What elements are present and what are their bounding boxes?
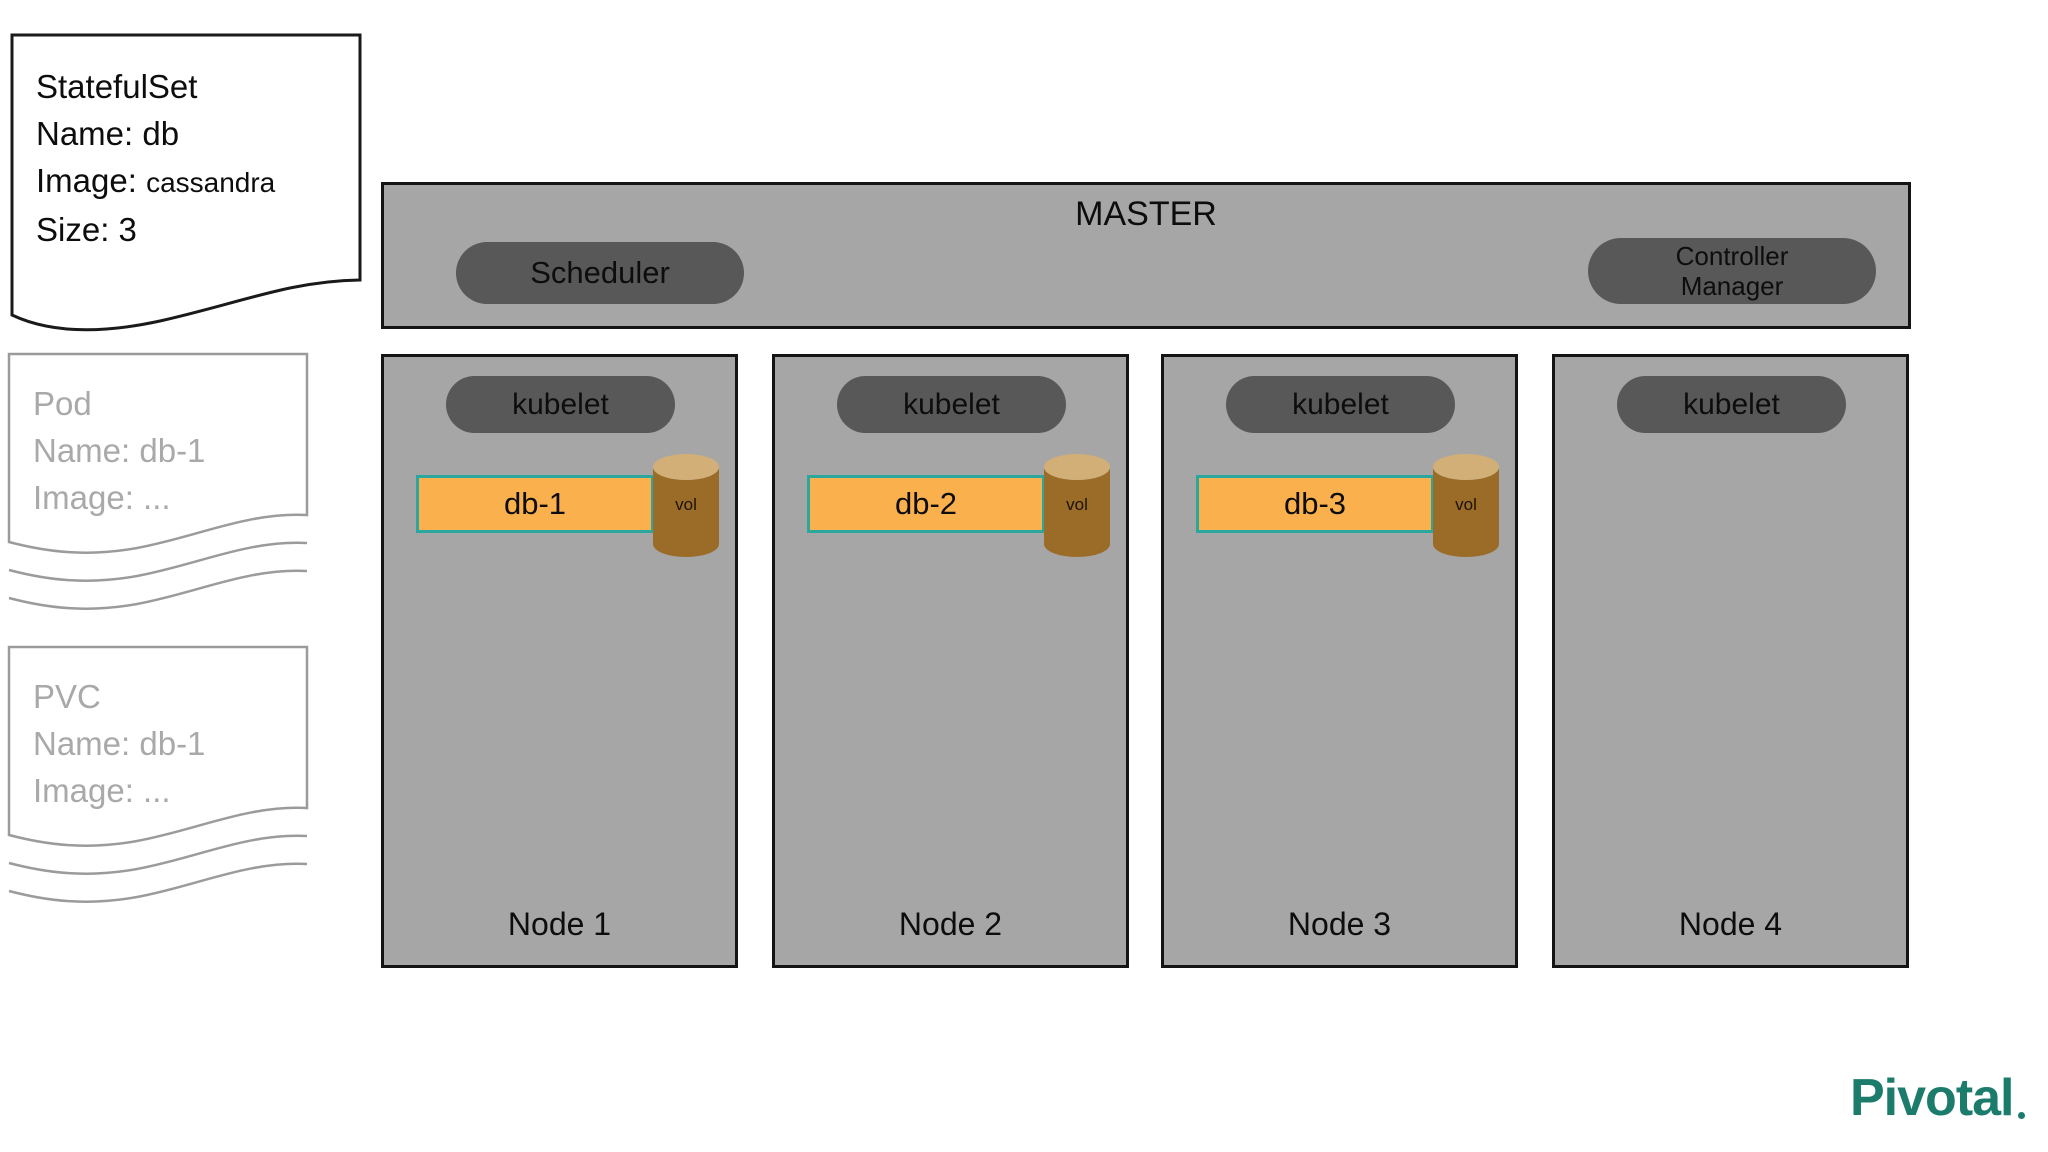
kubelet-pill: kubelet	[446, 376, 675, 433]
volume-label: vol	[1455, 495, 1477, 514]
volume-cylinder-icon	[1044, 454, 1110, 557]
controller-manager-label: Controller Manager	[1675, 241, 1789, 301]
pod-note: Pod Name: db-1 Image: ...	[7, 352, 309, 612]
pvc-note: PVC Name: db-1 Image: ...	[7, 645, 309, 905]
statefulset-note: StatefulSet Name: db Image: cassandra Si…	[10, 33, 362, 333]
kubelet-label: kubelet	[1683, 387, 1780, 421]
master-title: MASTER	[1075, 195, 1217, 233]
kubelet-label: kubelet	[1292, 387, 1389, 421]
kubelet-pill: kubelet	[837, 376, 1066, 433]
multidocument-shape-icon	[7, 352, 309, 610]
master-panel: MASTER Scheduler Controller Manager	[381, 182, 1911, 329]
node-2-panel: kubelet db-2 vol Node 2	[772, 354, 1129, 968]
volume-label: vol	[1066, 495, 1088, 514]
scheduler-label: Scheduler	[530, 255, 670, 290]
pod-db-2: db-2	[807, 475, 1045, 533]
statefulset-note-size: Size: 3	[36, 211, 137, 248]
pivotal-logo-text: Pivotal	[1850, 1069, 2014, 1127]
node-3-panel: kubelet db-3 vol Node 3	[1161, 354, 1518, 968]
volume-cylinder-icon	[653, 454, 719, 557]
node-label: Node 1	[507, 906, 612, 942]
scheduler-pill: Scheduler	[456, 242, 744, 304]
pod-note-image: Image: ...	[33, 479, 171, 516]
pivotal-logo: Pivotal	[1850, 1068, 2025, 1128]
pvc-note-title: PVC	[33, 678, 101, 715]
pod-label: db-2	[894, 486, 958, 521]
node-4-panel: kubelet Node 4	[1552, 354, 1909, 968]
pod-label: db-1	[503, 486, 567, 521]
node-label: Node 4	[1678, 906, 1783, 942]
statefulset-note-name: Name: db	[36, 115, 180, 152]
pvc-note-image: Image: ...	[33, 772, 171, 809]
kubelet-pill: kubelet	[1226, 376, 1455, 433]
document-shape-icon	[10, 33, 362, 332]
pod-label: db-3	[1283, 486, 1347, 521]
controller-manager-pill: Controller Manager	[1588, 238, 1876, 304]
volume-label: vol	[675, 495, 697, 514]
pod-db-3: db-3	[1196, 475, 1434, 533]
statefulset-note-image: Image: cassandra	[36, 162, 276, 199]
pod-db-1: db-1	[416, 475, 654, 533]
statefulset-note-title: StatefulSet	[36, 68, 198, 105]
volume-cylinder-icon	[1433, 454, 1499, 557]
pivotal-logo-dot	[2017, 1112, 2025, 1119]
pod-note-title: Pod	[33, 385, 92, 422]
pod-note-name: Name: db-1	[33, 432, 206, 469]
kubelet-pill: kubelet	[1617, 376, 1846, 433]
multidocument-shape-icon	[7, 645, 309, 903]
kubelet-label: kubelet	[903, 387, 1000, 421]
pvc-note-name: Name: db-1	[33, 725, 206, 762]
kubelet-label: kubelet	[512, 387, 609, 421]
node-label: Node 3	[1287, 906, 1392, 942]
node-label: Node 2	[898, 906, 1003, 942]
node-1-panel: kubelet db-1 vol Node 1	[381, 354, 738, 968]
